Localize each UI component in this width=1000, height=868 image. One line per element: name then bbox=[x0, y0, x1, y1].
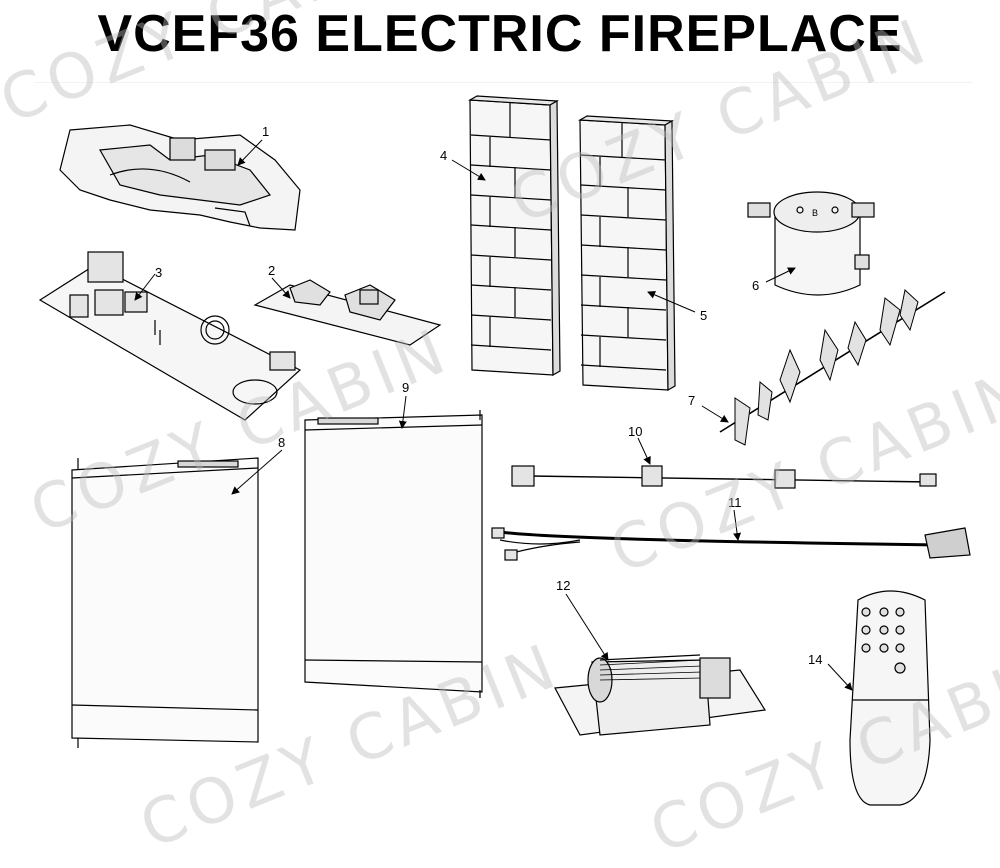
part-5-brick-panel-right bbox=[577, 115, 676, 392]
callout-14: 14 bbox=[808, 652, 822, 667]
callout-9: 9 bbox=[402, 380, 409, 395]
callout-11: 11 bbox=[728, 495, 742, 510]
part-12-blower bbox=[554, 654, 767, 736]
part-4-brick-panel-left bbox=[467, 95, 561, 377]
svg-text:B: B bbox=[812, 208, 818, 218]
callout-7: 7 bbox=[688, 393, 695, 408]
callout-1: 1 bbox=[262, 124, 269, 139]
parts-diagram: 1 3 2 bbox=[38, 95, 971, 806]
callout-10: 10 bbox=[628, 424, 642, 439]
part-2-ember-bed bbox=[253, 279, 442, 346]
part-11-power-cord bbox=[491, 527, 971, 561]
page-title: VCEF36 ELECTRIC FIREPLACE bbox=[97, 5, 903, 63]
part-1-log-set bbox=[59, 124, 301, 231]
part-14-remote-control bbox=[849, 590, 931, 806]
part-8-front-panel bbox=[71, 457, 259, 748]
callout-2: 2 bbox=[268, 263, 275, 278]
part-9-glass-panel bbox=[304, 410, 483, 698]
callout-3: 3 bbox=[155, 265, 162, 280]
part-10-wire-harness bbox=[511, 465, 937, 489]
callout-5: 5 bbox=[700, 308, 707, 323]
part-7-flame-ribbon bbox=[719, 289, 946, 446]
part-6-motor: B bbox=[747, 191, 875, 296]
callout-6: 6 bbox=[752, 278, 759, 293]
callout-4: 4 bbox=[440, 148, 447, 163]
callout-12: 12 bbox=[556, 578, 570, 593]
callout-8: 8 bbox=[278, 435, 285, 450]
part-3-control-board bbox=[38, 251, 302, 421]
